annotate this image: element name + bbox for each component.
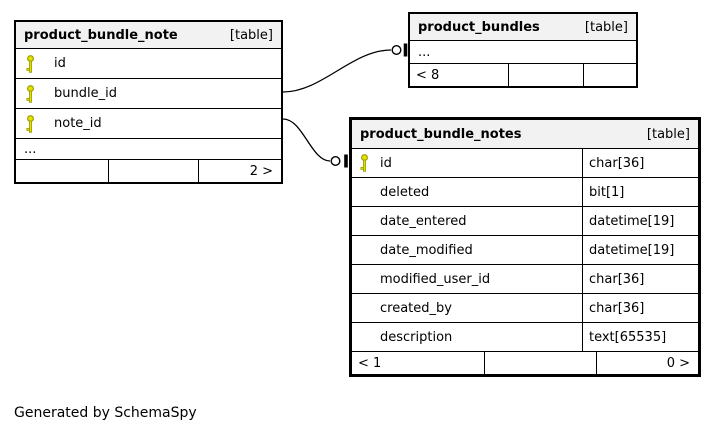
table-type-badge: [table]	[646, 126, 690, 142]
table-type-badge: [table]	[229, 27, 273, 43]
primary-key-icon	[360, 154, 369, 172]
column-name: description	[380, 329, 453, 345]
related-tables-count: < 8	[416, 67, 440, 83]
column-name: id	[54, 56, 66, 71]
footer-cell	[108, 160, 198, 182]
footer-cell	[484, 352, 596, 374]
column-row-modified-user-id: modified_user_id char[36]	[352, 264, 698, 293]
generator-credit: Generated by SchemaSpy	[14, 405, 197, 421]
table-footer: < 1 0 >	[352, 351, 698, 374]
column-name: note_id	[54, 116, 102, 131]
column-row-note-id: note_id	[16, 108, 281, 138]
edge-bundle-id-to-product-bundles	[282, 43, 408, 93]
table-header[interactable]: product_bundle_notes [table]	[352, 120, 698, 148]
column-row-created-by: created_by char[36]	[352, 293, 698, 322]
footer-cell	[16, 160, 108, 182]
primary-key-icon	[26, 114, 35, 133]
column-name: deleted	[380, 184, 430, 200]
column-row-bundle-id: bundle_id	[16, 78, 281, 108]
related-tables-count: 2 >	[198, 160, 281, 182]
column-name: bundle_id	[54, 86, 117, 101]
hidden-columns-ellipsis: ...	[410, 40, 636, 63]
hidden-columns-ellipsis: ...	[16, 138, 281, 159]
table-footer: 2 >	[16, 159, 281, 182]
edge-note-id-to-product-bundle-notes	[282, 118, 348, 168]
column-type: char[36]	[582, 149, 698, 177]
column-type: bit[1]	[582, 178, 698, 206]
column-row-id: id char[36]	[352, 148, 698, 177]
column-type: text[65535]	[582, 323, 698, 351]
column-type: char[36]	[582, 265, 698, 293]
table-footer: < 8	[410, 63, 636, 86]
footer-cell	[583, 64, 636, 86]
column-type: datetime[19]	[582, 207, 698, 235]
column-row-date-modified: date_modified datetime[19]	[352, 235, 698, 264]
column-row-description: description text[65535]	[352, 322, 698, 351]
column-type: char[36]	[582, 294, 698, 322]
column-row-date-entered: date_entered datetime[19]	[352, 206, 698, 235]
column-name: id	[380, 155, 392, 171]
column-row-id: id	[16, 48, 281, 78]
table-node-product-bundle-notes[interactable]: product_bundle_notes [table] id char[36]…	[349, 117, 701, 377]
table-header[interactable]: product_bundles [table]	[410, 14, 636, 40]
table-node-product-bundles[interactable]: product_bundles [table] ... < 8	[408, 12, 638, 88]
zero-cardinality-circle-icon	[391, 45, 402, 56]
column-name: modified_user_id	[380, 271, 491, 287]
column-name: date_entered	[380, 213, 467, 229]
column-type: datetime[19]	[582, 236, 698, 264]
column-name: date_modified	[380, 242, 473, 258]
table-type-badge: [table]	[584, 19, 628, 35]
zero-cardinality-circle-icon	[330, 155, 341, 166]
table-header[interactable]: product_bundle_note [table]	[16, 22, 281, 48]
footer-cell	[508, 64, 583, 86]
table-node-product-bundle-note[interactable]: product_bundle_note [table] id b	[14, 20, 283, 184]
primary-key-icon	[26, 54, 35, 73]
primary-key-icon	[26, 84, 35, 103]
column-row-deleted: deleted bit[1]	[352, 177, 698, 206]
related-tables-count: 0 >	[596, 352, 698, 374]
column-name: created_by	[380, 300, 452, 316]
table-title[interactable]: product_bundles	[418, 19, 540, 35]
related-tables-count: < 1	[358, 355, 382, 371]
table-title[interactable]: product_bundle_note	[24, 27, 178, 43]
table-title[interactable]: product_bundle_notes	[360, 126, 522, 142]
